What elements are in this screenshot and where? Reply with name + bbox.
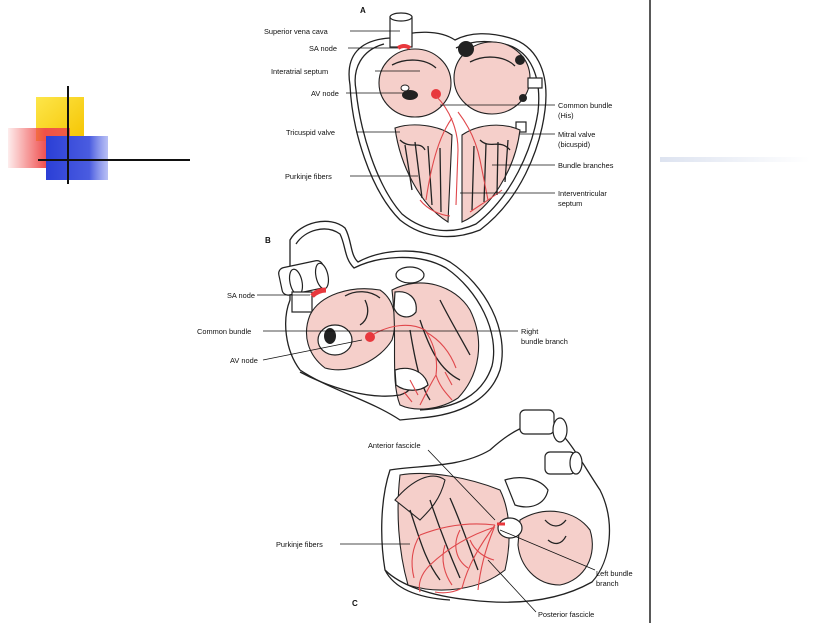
panel-b-label-lines [257,294,518,361]
label-av-node-b: AV node [230,356,258,365]
label-right-bundle-line1: Right [521,327,538,336]
panel-a-label-lines [346,30,555,194]
label-interventricular-line2: septum [558,199,582,208]
panel-b-letter: B [265,236,271,245]
panel-c: C Anterior fascicle Purki [276,409,633,619]
slide-ornament [8,86,810,184]
label-av-node-a: AV node [311,89,339,98]
panel-b-heart-illustration [278,220,503,421]
label-sa-node-a: SA node [309,44,337,53]
label-tricuspid-valve: Tricuspid valve [286,128,335,137]
label-right-bundle-line2: bundle branch [521,337,568,346]
label-common-bundle-b: Common bundle [197,327,251,336]
label-common-bundle-line2: (His) [558,111,574,120]
label-mitral-valve-line2: (bicuspid) [558,140,590,149]
panel-c-letter: C [352,599,358,608]
label-superior-vena-cava: Superior vena cava [264,27,329,36]
label-bundle-branches: Bundle branches [558,161,614,170]
label-anterior-fascicle: Anterior fascicle [368,441,421,450]
label-purkinje-fibers-a: Purkinje fibers [285,172,332,181]
panel-c-label-lines [340,449,596,613]
ornament-right-fade-line [660,157,810,162]
label-left-bundle-line2: branch [596,579,619,588]
label-posterior-fascicle: Posterior fascicle [538,610,594,619]
label-common-bundle-line1: Common bundle [558,101,612,110]
label-purkinje-fibers-c: Purkinje fibers [276,540,323,549]
label-sa-node-b: SA node [227,291,255,300]
panel-b: B SA node C [197,220,568,421]
ornament-blue-square [46,136,108,180]
label-interatrial-septum: Interatrial septum [271,67,328,76]
panel-c-heart-illustration [381,409,611,603]
label-left-bundle-line1: Left bundle [596,569,633,578]
label-mitral-valve-line1: Mitral valve [558,130,595,139]
label-interventricular-line1: Interventricular [558,189,607,198]
panel-a: A [264,6,614,238]
panel-a-letter: A [360,6,366,15]
panel-a-heart-illustration [348,12,547,238]
